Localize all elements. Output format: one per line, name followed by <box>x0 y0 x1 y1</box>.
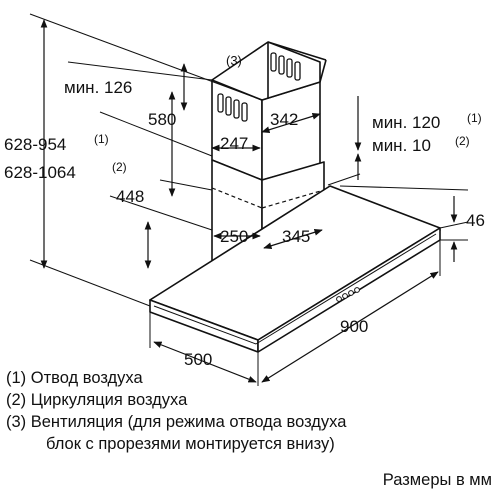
dim-345: 345 <box>282 227 311 246</box>
dim-min-120-ref: (1) <box>467 111 482 125</box>
dim-628-1064-ref: (2) <box>112 160 127 174</box>
extension-lines <box>29 13 469 386</box>
vent-slots <box>217 52 301 122</box>
note-air-recirculation: (2) Циркуляция воздуха <box>6 391 188 409</box>
note-ventilation-continued: блок с прорезями монтируется внизу) <box>46 435 335 453</box>
dimension-lines <box>40 19 458 383</box>
dim-628-954-ref: (1) <box>94 132 109 146</box>
note-air-extraction: (1) Отвод воздуха <box>6 369 143 387</box>
dim-448: 448 <box>116 187 145 206</box>
dim-247: 247 <box>220 134 249 153</box>
dim-min-126: мин. 126 <box>64 78 133 97</box>
note-ventilation: (3) Вентиляция (для режима отвода воздух… <box>6 413 347 431</box>
hidden-lines <box>211 187 325 209</box>
dim-500: 500 <box>184 350 213 369</box>
dim-min-10: мин. 10 <box>372 136 431 155</box>
dim-min-120: мин. 120 <box>372 113 441 132</box>
dim-min-10-ref: (2) <box>455 134 470 148</box>
dim-580: 580 <box>148 110 177 129</box>
dim-250: 250 <box>220 227 249 246</box>
dim-628-954: 628-954 <box>4 135 67 154</box>
units-note: Размеры в мм <box>382 471 492 489</box>
dim-342: 342 <box>270 110 299 129</box>
dim-46: 46 <box>466 211 485 230</box>
callout-3-label: (3) <box>226 53 242 68</box>
dim-900: 900 <box>340 317 369 336</box>
hood-outline <box>149 41 441 353</box>
dim-628-1064: 628-1064 <box>4 163 76 182</box>
